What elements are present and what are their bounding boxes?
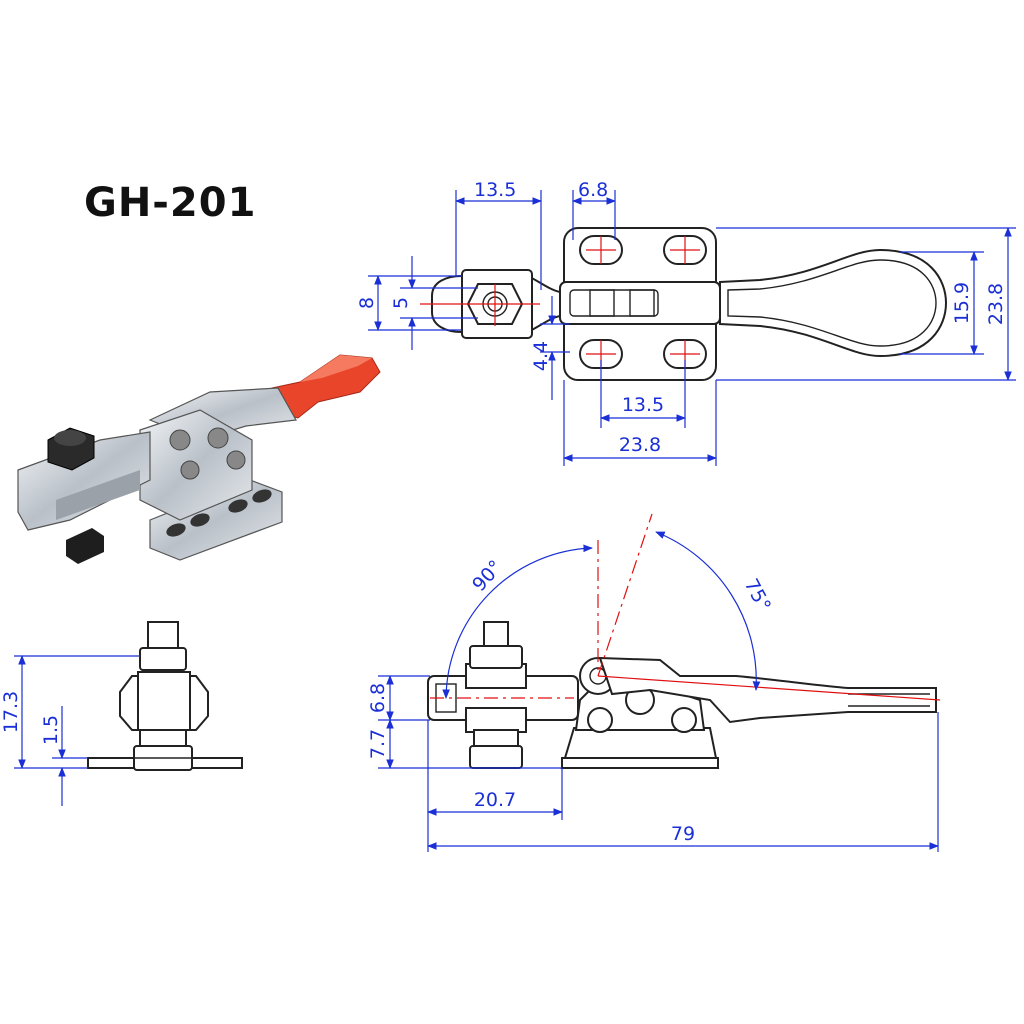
dim-side-79: 79 <box>671 823 695 845</box>
dim-right-23-8: 23.8 <box>985 283 1007 325</box>
dim-side-6-8: 6.8 <box>367 683 389 713</box>
dim-right-15-9: 15.9 <box>951 282 973 324</box>
dim-side-20-7: 20.7 <box>474 789 516 811</box>
front-view <box>87 621 243 771</box>
dim-bottom-23-8: 23.8 <box>619 434 661 456</box>
top-view-dimensions <box>368 190 1016 466</box>
dim-angle-90: 90° <box>468 556 507 596</box>
dim-left-5: 5 <box>390 297 412 309</box>
top-view <box>420 227 948 381</box>
side-view-dimensions <box>378 531 939 852</box>
dim-top-13-5: 13.5 <box>474 179 516 201</box>
dim-front-17-3: 17.3 <box>0 691 22 733</box>
dim-mid-13-5: 13.5 <box>622 394 664 416</box>
dim-front-1-5: 1.5 <box>40 715 62 745</box>
dim-top-6-8: 6.8 <box>578 179 608 201</box>
front-view-dimensions <box>14 655 140 806</box>
side-view <box>427 513 941 769</box>
dim-left-8: 8 <box>356 297 378 309</box>
product-render <box>17 354 381 564</box>
dim-side-7-7: 7.7 <box>367 729 389 759</box>
product-title: GH-201 <box>84 180 257 226</box>
dim-angle-75: 75° <box>740 575 775 615</box>
dim-left-4-4: 4.4 <box>530 341 552 371</box>
